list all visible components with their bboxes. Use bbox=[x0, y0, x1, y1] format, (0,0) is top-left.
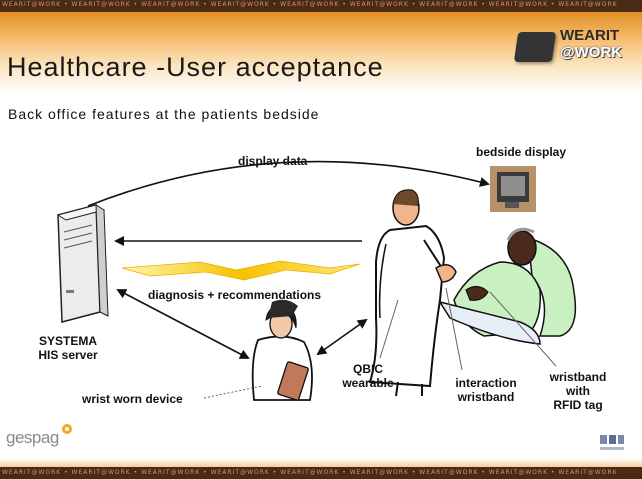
rfid-pointer bbox=[489, 291, 557, 367]
top-decorative-strip bbox=[0, 0, 642, 12]
label-rfid-wristband: wristband with RFID tag bbox=[540, 370, 616, 412]
label-qbic: QBIC wearable bbox=[340, 362, 396, 390]
bedside-display-icon bbox=[490, 166, 536, 212]
nurse-illustration bbox=[251, 299, 313, 401]
partner-logo-icon bbox=[600, 435, 624, 450]
label-his-server-line1: SYSTEMA bbox=[38, 334, 97, 348]
logo-word-1: WEARIT bbox=[560, 27, 620, 44]
label-his-server: SYSTEMA HIS server bbox=[30, 334, 106, 362]
doctor-illustration bbox=[368, 189, 457, 397]
patient-illustration bbox=[438, 227, 577, 345]
label-wrist-device: wrist worn device bbox=[82, 392, 183, 406]
label-interaction-wristband: interaction wristband bbox=[446, 376, 526, 404]
footer-band bbox=[0, 458, 642, 467]
label-diagnosis: diagnosis + recommendations bbox=[148, 288, 322, 302]
bottom-decorative-strip bbox=[0, 467, 642, 479]
gespag-logo-text: gespag bbox=[6, 428, 59, 447]
label-interaction-line1: interaction bbox=[455, 376, 517, 390]
slide-title: Healthcare -User acceptance bbox=[7, 52, 384, 82]
wearit-logo: WEARIT @WORK bbox=[513, 27, 634, 68]
slide-subtitle: Back office features at the patients bed… bbox=[8, 106, 320, 122]
qbic-pointer bbox=[379, 299, 399, 359]
label-rfid-line3: RFID tag bbox=[553, 398, 603, 412]
top-strip-text: WEARIT@WORK • WEARIT@WORK • WEARIT@WORK … bbox=[2, 1, 618, 8]
nurse-doctor-arrow bbox=[316, 318, 368, 356]
label-rfid-line1: wristband bbox=[549, 370, 607, 384]
label-display-data: display data bbox=[238, 154, 308, 168]
gespag-logo: gespag bbox=[6, 424, 72, 448]
wireless-link-bolt bbox=[121, 260, 361, 281]
label-rfid-line2: with bbox=[566, 384, 590, 398]
label-interaction-line2: wristband bbox=[457, 390, 515, 404]
wrist-device-pointer bbox=[203, 385, 263, 399]
logo-word-2: @WORK bbox=[560, 44, 623, 61]
label-bedside-display: bedside display bbox=[476, 145, 567, 159]
gespag-logo-mark bbox=[62, 424, 72, 434]
label-his-server-line2: HIS server bbox=[38, 348, 98, 362]
label-qbic-line1: QBIC bbox=[353, 362, 383, 376]
server-icon bbox=[56, 204, 109, 323]
interaction-pointer bbox=[445, 287, 463, 371]
server-nurse-arrow bbox=[116, 289, 250, 359]
label-qbic-line2: wearable bbox=[342, 376, 394, 390]
bottom-strip-text: WEARIT@WORK • WEARIT@WORK • WEARIT@WORK … bbox=[2, 469, 618, 476]
display-data-arrow bbox=[87, 160, 490, 207]
